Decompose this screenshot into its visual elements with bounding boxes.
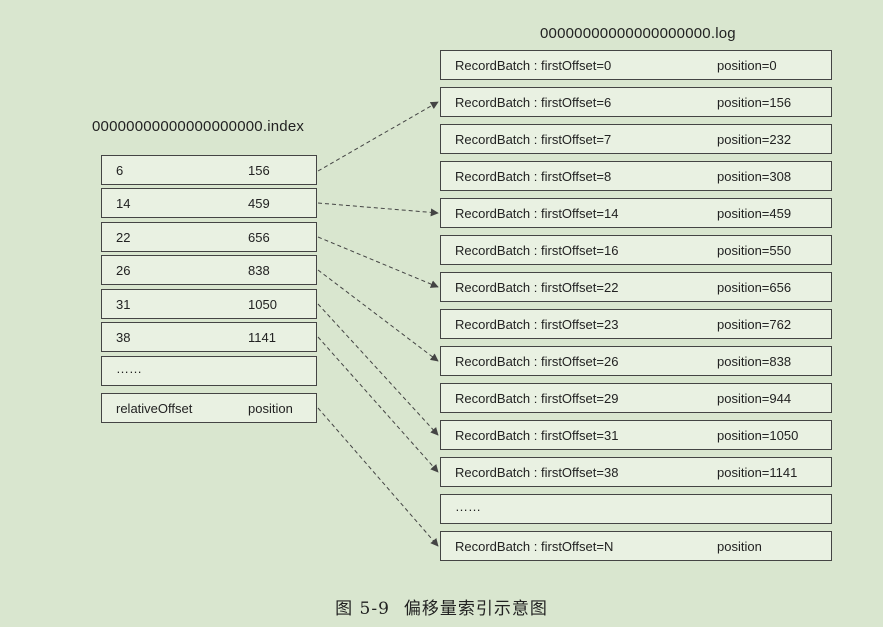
log-record-batch-label: RecordBatch : firstOffset=23 xyxy=(455,317,619,332)
index-header-relative-offset: relativeOffset xyxy=(116,401,193,416)
log-record-batch-label: RecordBatch : firstOffset=8 xyxy=(455,169,612,184)
log-record-batch-label: RecordBatch : firstOffset=22 xyxy=(455,280,619,295)
log-record-batch-label: RecordBatch : firstOffset=31 xyxy=(455,428,619,443)
log-record-batch-label: RecordBatch : firstOffset=26 xyxy=(455,354,619,369)
figure-caption-text: 偏移量索引示意图 xyxy=(403,599,548,619)
log-row: RecordBatch : firstOffset=38 position=11… xyxy=(440,457,832,487)
arrow-22-to-batch-22 xyxy=(317,236,439,288)
index-position: 838 xyxy=(248,263,270,278)
log-row: RecordBatch : firstOffset=26 position=83… xyxy=(440,346,832,376)
index-ellipsis-row: …… xyxy=(101,356,317,386)
log-row: RecordBatch : firstOffset=16 position=55… xyxy=(440,235,832,265)
index-file-title: 00000000000000000000.index xyxy=(92,118,305,135)
log-position: position=838 xyxy=(717,354,792,369)
log-position: position xyxy=(717,539,762,554)
index-ellipsis: …… xyxy=(116,361,142,376)
arrow-38-to-batch-38 xyxy=(317,336,439,473)
index-relative-offset: 31 xyxy=(116,297,131,312)
log-row: RecordBatch : firstOffset=8 position=308 xyxy=(440,161,832,191)
figure-caption: 图 5-9 偏移量索引示意图 xyxy=(0,594,883,619)
log-position: position=1141 xyxy=(717,465,798,480)
index-row: 22 656 xyxy=(101,222,317,252)
index-row: 31 1050 xyxy=(101,289,317,319)
arrow-31-to-batch-31 xyxy=(317,303,439,436)
log-position: position=550 xyxy=(717,243,792,258)
index-position: 1050 xyxy=(248,297,277,312)
log-position: position=156 xyxy=(717,95,792,110)
log-record-batch-label: RecordBatch : firstOffset=16 xyxy=(455,243,619,258)
log-row: RecordBatch : firstOffset=14 position=45… xyxy=(440,198,832,228)
log-row: RecordBatch : firstOffset=31 position=10… xyxy=(440,420,832,450)
log-record-batch-label: RecordBatch : firstOffset=14 xyxy=(455,206,619,221)
index-row: 26 838 xyxy=(101,255,317,285)
index-row: 38 1141 xyxy=(101,322,317,352)
log-ellipsis: …… xyxy=(455,499,481,514)
arrow-n-to-batch-n xyxy=(317,407,439,547)
log-position: position=656 xyxy=(717,280,792,295)
arrow-26-to-batch-26 xyxy=(317,269,439,362)
log-record-batch-label: RecordBatch : firstOffset=7 xyxy=(455,132,612,147)
log-row-last: RecordBatch : firstOffset=N position xyxy=(440,531,832,561)
log-record-batch-label: RecordBatch : firstOffset=6 xyxy=(455,95,612,110)
index-header-position: position xyxy=(248,401,293,416)
log-row: RecordBatch : firstOffset=22 position=65… xyxy=(440,272,832,302)
log-position: position=0 xyxy=(717,58,777,73)
index-position: 156 xyxy=(248,163,270,178)
index-position: 656 xyxy=(248,230,270,245)
log-row: RecordBatch : firstOffset=29 position=94… xyxy=(440,383,832,413)
log-record-batch-label: RecordBatch : firstOffset=N xyxy=(455,539,614,554)
log-position: position=944 xyxy=(717,391,792,406)
index-row: 14 459 xyxy=(101,188,317,218)
log-position: position=459 xyxy=(717,206,792,221)
log-row: RecordBatch : firstOffset=23 position=76… xyxy=(440,309,832,339)
index-header-row: relativeOffset position xyxy=(101,393,317,423)
arrow-14-to-batch-14 xyxy=(317,202,439,217)
index-row: 6 156 xyxy=(101,155,317,185)
index-relative-offset: 14 xyxy=(116,196,131,211)
log-position: position=1050 xyxy=(717,428,799,443)
arrow-6-to-batch-6 xyxy=(317,101,439,172)
log-row: RecordBatch : firstOffset=7 position=232 xyxy=(440,124,832,154)
index-relative-offset: 6 xyxy=(116,163,124,178)
log-ellipsis-row: …… xyxy=(440,494,832,524)
log-record-batch-label: RecordBatch : firstOffset=0 xyxy=(455,58,612,73)
log-row: RecordBatch : firstOffset=0 position=0 xyxy=(440,50,832,80)
index-relative-offset: 26 xyxy=(116,263,131,278)
log-position: position=308 xyxy=(717,169,792,184)
log-position: position=232 xyxy=(717,132,792,147)
log-position: position=762 xyxy=(717,317,792,332)
figure-number: 图 5-9 xyxy=(335,599,390,619)
log-record-batch-label: RecordBatch : firstOffset=38 xyxy=(455,465,619,480)
index-relative-offset: 22 xyxy=(116,230,131,245)
index-position: 1141 xyxy=(248,330,276,345)
log-file-title: 00000000000000000000.log xyxy=(540,25,736,42)
log-row: RecordBatch : firstOffset=6 position=156 xyxy=(440,87,832,117)
index-relative-offset: 38 xyxy=(116,330,131,345)
log-record-batch-label: RecordBatch : firstOffset=29 xyxy=(455,391,619,406)
index-position: 459 xyxy=(248,196,270,211)
